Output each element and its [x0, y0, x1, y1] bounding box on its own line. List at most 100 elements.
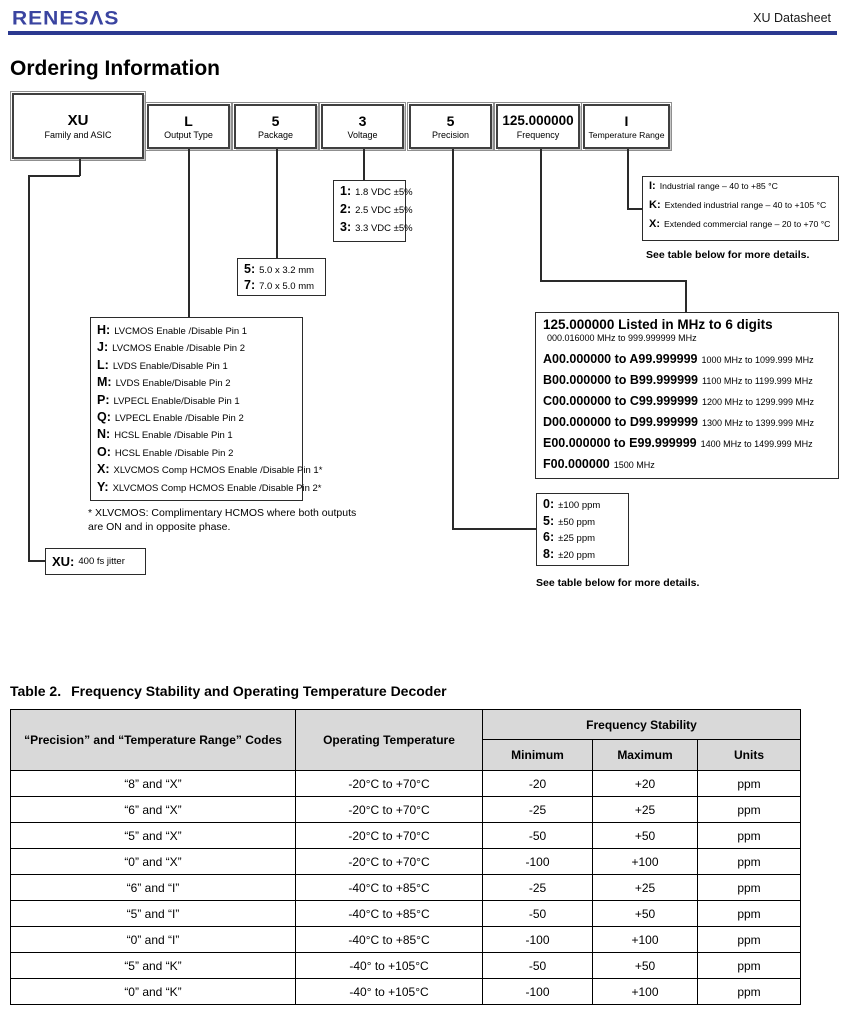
option-text: 7.0 x 5.0 mm: [259, 281, 315, 292]
page-title: Ordering Information: [10, 57, 220, 80]
pn-box-precision: 5 Precision: [407, 102, 494, 151]
precision-option: 6: ±25 ppm: [543, 530, 622, 547]
option-text: LVDS Enable/Disable Pin 1: [112, 360, 228, 372]
connector-family-v1: [79, 159, 81, 176]
output-type-option: N: HCSL Enable /Disable Pin 1: [97, 427, 296, 444]
frequency-range: D00.000000 to D99.999999 1300 MHz to 139…: [543, 415, 831, 436]
package-option: 7: 7.0 x 5.0 mm: [244, 278, 319, 294]
xlvcmos-footnote: * XLVCMOS: Complimentary HCMOS where bot…: [88, 506, 428, 534]
connector-temp-v: [627, 149, 629, 209]
range-code: C00.000000 to C99.999999: [543, 394, 698, 408]
option-text: 400 fs jitter: [78, 556, 125, 567]
range-text: 1200 MHz to 1299.999 MHz: [701, 397, 815, 407]
pn-code: 3: [358, 112, 367, 129]
temperature-see-table-note: See table below for more details.: [646, 249, 810, 261]
frequency-options-box: 125.000000 Listed in MHz to 6 digits 000…: [535, 312, 839, 479]
header-precision-codes: “Precision” and “Temperature Range” Code…: [10, 709, 296, 771]
voltage-option: 2: 2.5 VDC ±5%: [340, 202, 413, 220]
cell-max: +100: [592, 926, 698, 953]
range-text: 1000 MHz to 1099.999 MHz: [701, 355, 814, 365]
connector-family-h2: [28, 560, 46, 562]
cell-units: ppm: [697, 796, 801, 823]
option-text: LVCMOS Enable /Disable Pin 1: [114, 326, 248, 337]
table-row: “5” and “X” -20°C to +70°C -50 +50 ppm: [10, 822, 801, 849]
cell-min: -50: [482, 900, 593, 927]
option-code: Q:: [97, 409, 111, 424]
voltage-options-box: 1: 1.8 VDC ±5% 2: 2.5 VDC ±5% 3: 3.3 VDC…: [333, 180, 413, 242]
cell-min: -100: [482, 848, 593, 875]
precision-option: 8: ±20 ppm: [543, 547, 622, 564]
table-header-row-1: “Precision” and “Temperature Range” Code…: [10, 709, 801, 771]
family-jitter-box: XU: 400 fs jitter: [45, 548, 146, 575]
pn-code: 125.000000: [502, 113, 574, 129]
frequency-range: E00.000000 to E99.999999 1400 MHz to 149…: [543, 436, 831, 457]
header-minimum: Minimum: [482, 739, 593, 771]
cell-min: -25: [482, 874, 593, 901]
frequency-stability-table: “Precision” and “Temperature Range” Code…: [10, 709, 801, 1005]
cell-codes: “5” and “I”: [10, 900, 296, 927]
option-code: 2:: [340, 202, 352, 216]
table-row: “6” and “X” -20°C to +70°C -25 +25 ppm: [10, 796, 801, 823]
output-type-option: Y: XLVCMOS Comp HCMOS Enable /Disable Pi…: [97, 480, 321, 497]
range-text: 1500 MHz: [613, 460, 655, 470]
option-code: 0:: [543, 497, 555, 511]
option-text: XLVCMOS Comp HCMOS Enable /Disable Pin 1…: [113, 465, 323, 477]
cell-max: +50: [592, 822, 698, 849]
cell-min: -100: [482, 926, 593, 953]
cell-temp: -40°C to +85°C: [295, 874, 483, 901]
cell-min: -20: [482, 770, 593, 797]
table-row: “5” and “I” -40°C to +85°C -50 +50 ppm: [10, 900, 801, 927]
pn-box-temp-range: I Temperature Range: [581, 102, 672, 151]
cell-codes: “8” and “X”: [10, 770, 296, 797]
output-type-option: O: HCSL Enable /Disable Pin 2: [97, 445, 296, 462]
option-text: Extended industrial range – 40 to +105 °…: [664, 200, 827, 210]
option-text: ±50 ppm: [558, 516, 596, 528]
pn-label: Voltage: [347, 130, 378, 141]
cell-min: -25: [482, 796, 593, 823]
cell-temp: -20°C to +70°C: [295, 848, 483, 875]
frequency-title: 125.000000 Listed in MHz to 6 digits: [543, 317, 773, 332]
range-code: F00.000000: [543, 457, 610, 471]
option-text: 2.5 VDC ±5%: [355, 205, 413, 216]
footnote-line: * XLVCMOS: Complimentary HCMOS where bot…: [88, 507, 357, 519]
pn-box-frequency: 125.000000 Frequency: [494, 102, 582, 151]
cell-units: ppm: [697, 926, 801, 953]
cell-temp: -20°C to +70°C: [295, 796, 483, 823]
pn-code: I: [624, 112, 629, 129]
range-code: E00.000000 to E99.999999: [543, 436, 697, 450]
cell-codes: “0” and “I”: [10, 926, 296, 953]
option-text: LVPECL Enable/Disable Pin 1: [113, 395, 240, 407]
document-title: XU Datasheet: [753, 11, 831, 25]
option-text: 5.0 x 3.2 mm: [259, 265, 315, 276]
option-code: M:: [97, 375, 112, 390]
option-text: ±100 ppm: [558, 500, 601, 511]
temperature-option: K: Extended industrial range – 40 to +10…: [649, 199, 832, 218]
option-code: L:: [97, 357, 109, 372]
option-text: ±25 ppm: [558, 533, 596, 544]
option-code: X:: [649, 218, 660, 230]
option-text: Extended commercial range – 20 to +70 °C: [664, 219, 831, 229]
cell-max: +25: [592, 874, 698, 901]
output-type-option: J: LVCMOS Enable /Disable Pin 2: [97, 340, 296, 357]
renesas-logo: RENESΛS: [12, 7, 120, 30]
cell-codes: “5” and “X”: [10, 822, 296, 849]
table-row: “5” and “K” -40° to +105°C -50 +50 ppm: [10, 952, 801, 979]
connector-precision-v: [452, 149, 454, 529]
connector-precision-h: [452, 528, 536, 530]
option-text: XLVCMOS Comp HCMOS Enable /Disable Pin 2…: [112, 482, 322, 494]
range-text: 1300 MHz to 1399.999 MHz: [701, 418, 815, 428]
option-text: LVPECL Enable /Disable Pin 2: [114, 412, 244, 424]
option-code: 3:: [340, 220, 352, 234]
option-code: K:: [649, 199, 661, 211]
option-text: ±20 ppm: [558, 549, 596, 561]
option-code: P:: [97, 392, 110, 407]
option-code: O:: [97, 444, 111, 459]
cell-min: -50: [482, 822, 593, 849]
output-type-option: L: LVDS Enable/Disable Pin 1: [97, 358, 296, 375]
range-text: 1100 MHz to 1199.999 MHz: [701, 376, 813, 386]
cell-units: ppm: [697, 900, 801, 927]
cell-temp: -40° to +105°C: [295, 978, 483, 1005]
header-units: Units: [697, 739, 801, 771]
option-text: 1.8 VDC ±5%: [355, 187, 413, 198]
header-frequency-stability: Frequency Stability: [482, 709, 801, 740]
